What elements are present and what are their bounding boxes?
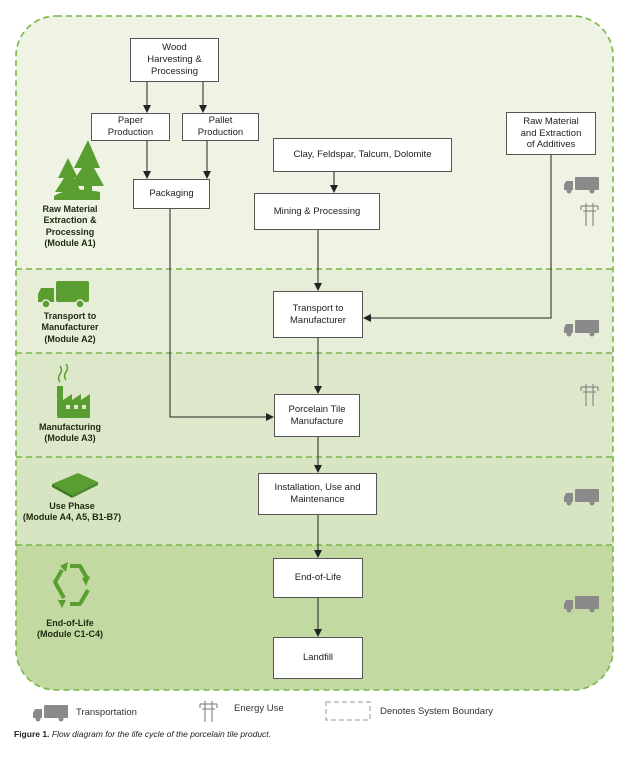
box-wood-harvesting: Wood Harvesting & Processing (130, 38, 219, 82)
box-mining-processing: Mining & Processing (254, 193, 380, 230)
box-landfill: Landfill (273, 637, 363, 679)
box-end-of-life: End-of-Life (273, 558, 363, 598)
stage-label-c: End-of-Life (Module C1-C4) (37, 618, 103, 640)
figure-caption-label: Figure 1. (14, 729, 50, 739)
stage-label-a2: Transport to Manufacturer (Module A2) (41, 311, 99, 344)
figure-caption: Figure 1. Flow diagram for the life cycl… (14, 729, 271, 739)
box-paper-production: Paper Production (91, 113, 170, 141)
stage-label-a3: Manufacturing (Module A3) (39, 422, 101, 444)
box-packaging: Packaging (133, 179, 210, 209)
box-porcelain-tile-manufacture: Porcelain Tile Manufacture (274, 394, 360, 437)
stage-label-a1: Raw Material Extraction & Processing (Mo… (42, 204, 98, 248)
figure-caption-text: Flow diagram for the life cycle of the p… (51, 729, 272, 739)
box-clay-feldspar: Clay, Feldspar, Talcum, Dolomite (273, 138, 452, 172)
legend-system-boundary: Denotes System Boundary (380, 706, 494, 717)
legend-energy-use: Energy Use (234, 703, 284, 714)
stage-label-a4: Use Phase (Module A4, A5, B1-B7) (22, 501, 122, 523)
box-installation-use: Installation, Use and Maintenance (258, 473, 377, 515)
legend-transportation: Transportation (76, 707, 137, 718)
box-transport-to-manufacturer: Transport to Manufacturer (273, 291, 363, 338)
box-raw-additives: Raw Material and Extraction of Additives (506, 112, 596, 155)
box-pallet-production: Pallet Production (182, 113, 259, 141)
